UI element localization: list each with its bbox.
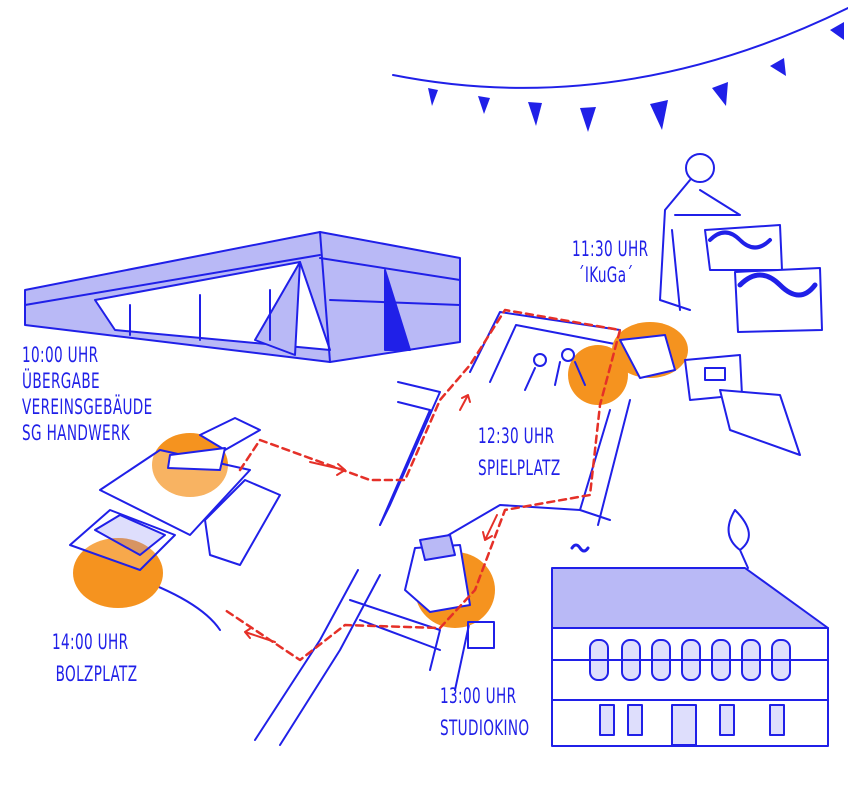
- stop-name: BOLZPLATZ: [55, 662, 138, 686]
- stop-name: ÜBERGABE: [22, 369, 100, 393]
- stop-label-football-pitch: 14:00 UHR BOLZPLATZ: [52, 626, 137, 690]
- stop-label-ikuga: 11:30 UHR ´IKuGa´: [572, 236, 648, 288]
- clubhouse-building: [24, 231, 461, 363]
- stop-label-playground: 12:30 UHR SPIELPLATZ: [478, 420, 560, 484]
- sports-field: [69, 417, 281, 571]
- stop-time: 13:00 UHR: [440, 684, 517, 708]
- playground-and-ikuga: [524, 334, 801, 456]
- town-hall: [551, 509, 829, 747]
- stop-name: ´IKuGa´: [577, 263, 634, 287]
- stop-time: 10:00 UHR: [22, 343, 99, 367]
- route-path: [223, 308, 622, 662]
- stop-name: SPIELPLATZ: [478, 456, 561, 480]
- cinema-building: [404, 534, 495, 649]
- route-arrows: [244, 394, 498, 643]
- stop-name: SG HANDWERK: [22, 421, 131, 445]
- stop-label-clubhouse: 10:00 UHR ÜBERGABE VEREINSGEBÄUDE SG HAN…: [22, 342, 153, 446]
- stop-time: 14:00 UHR: [52, 630, 129, 654]
- stop-name: STUDIOKINO: [440, 716, 530, 740]
- stop-label-cinema: 13:00 UHR STUDIOKINO: [440, 680, 530, 744]
- gardener-figure: [659, 153, 823, 333]
- stop-name: VEREINSGEBÄUDE: [22, 395, 153, 419]
- stop-time: 11:30 UHR: [572, 237, 649, 261]
- bunting-garland: [392, 7, 848, 132]
- stop-time: 12:30 UHR: [478, 424, 555, 448]
